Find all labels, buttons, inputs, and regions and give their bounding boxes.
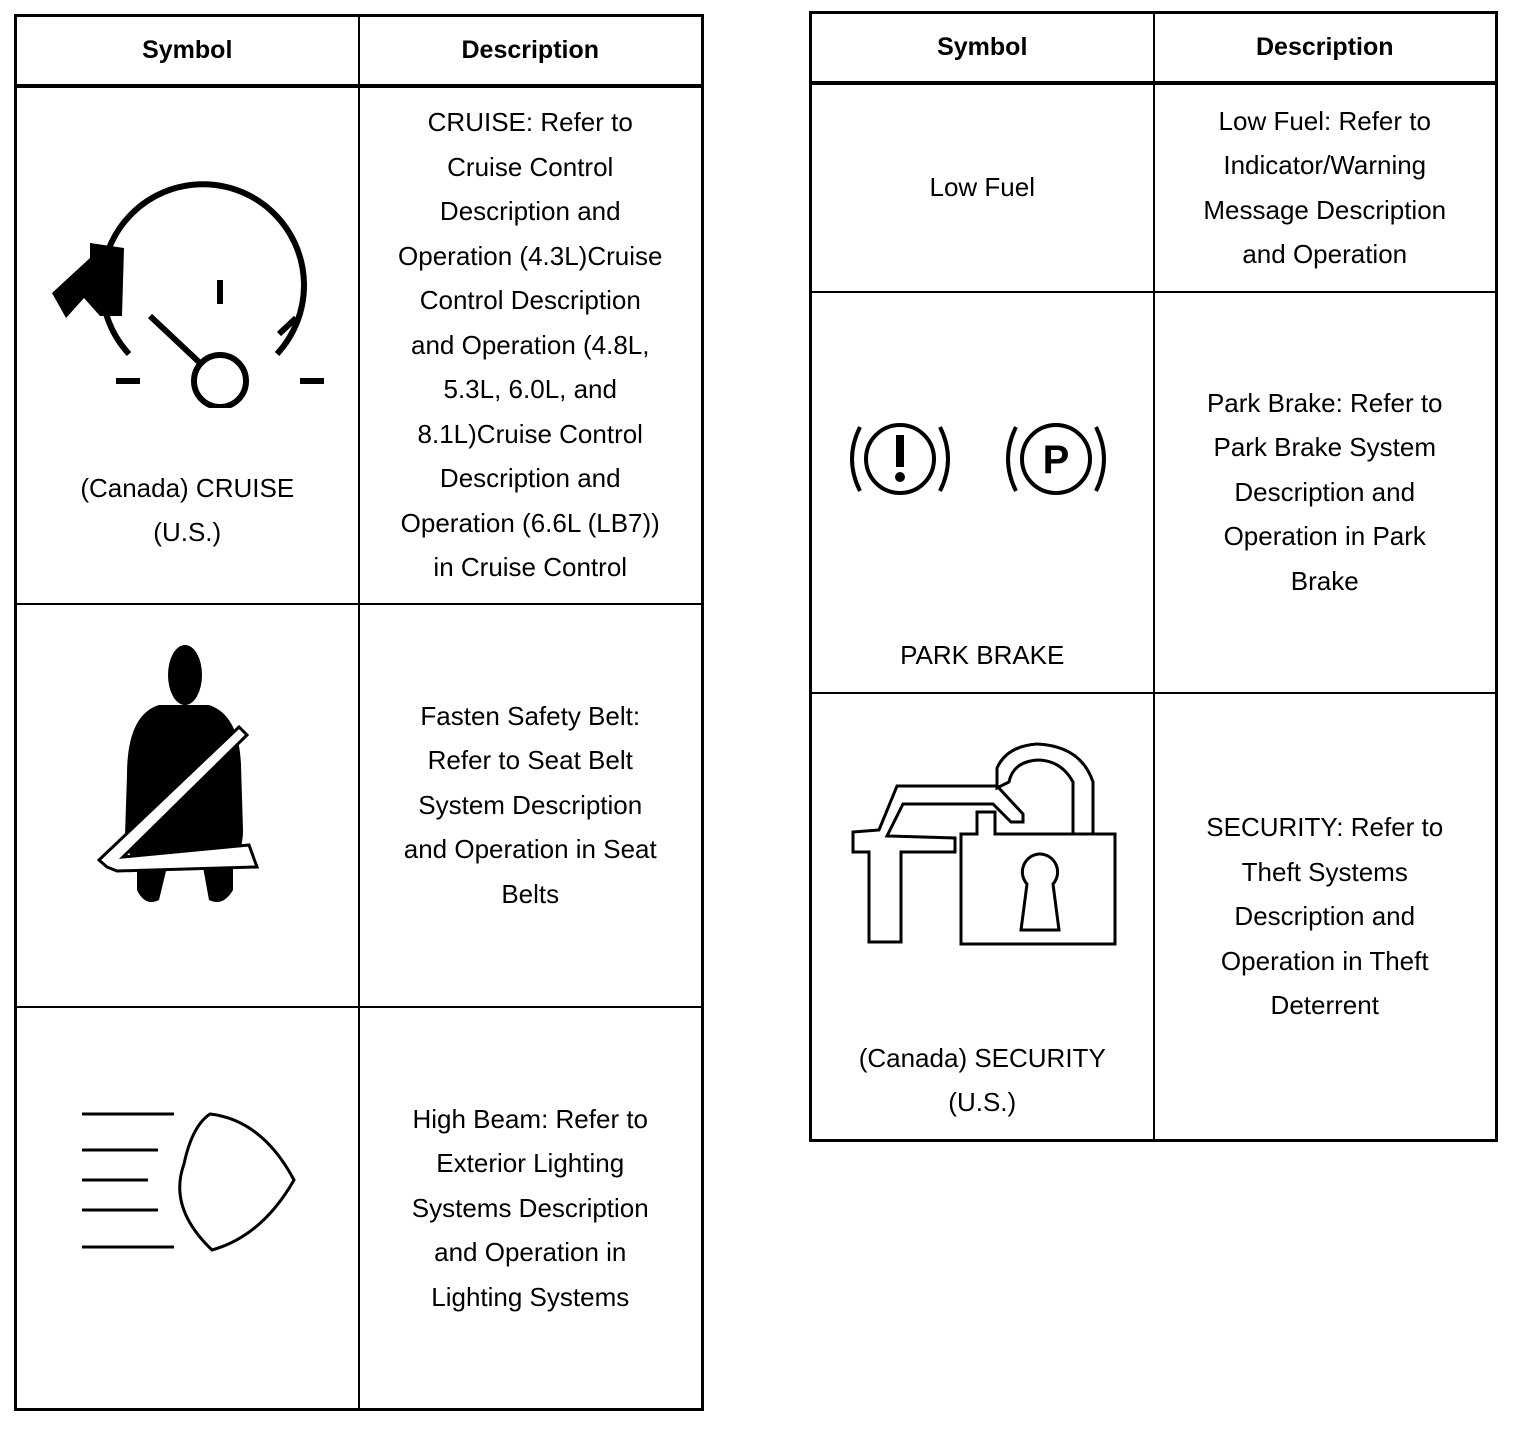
symbol-caption: (Canada) SECURITY (U.S.) xyxy=(858,1042,1106,1118)
description-cell: High Beam: Refer to Exterior Lighting Sy… xyxy=(357,1005,704,1411)
description-text: Low Fuel: Refer to Indicator/Warning Mes… xyxy=(1203,105,1447,270)
description-cell: Low Fuel: Refer to Indicator/Warning Mes… xyxy=(1152,81,1498,293)
description-cell: Fasten Safety Belt: Refer to Seat Belt S… xyxy=(357,602,704,1008)
exclamation-mark-icon xyxy=(896,434,905,467)
table-row: (Canada) CRUISE (U.S.) CRUISE: Refer to … xyxy=(14,84,704,605)
symbol-column-header: Symbol xyxy=(14,14,360,88)
symbol-caption: PARK BRAKE xyxy=(900,639,1065,670)
left-symbol-table: Symbol Description (Canada) CRUISE (U.S.… xyxy=(14,14,704,1411)
symbol-cell: P PARK BRAKE xyxy=(809,290,1155,694)
cruise-speedometer-icon xyxy=(52,180,325,408)
description-cell: Park Brake: Refer to Park Brake System D… xyxy=(1152,290,1498,694)
symbol-cell: (Canada) SECURITY (U.S.) xyxy=(809,691,1155,1142)
symbol-caption: (Canada) CRUISE (U.S.) xyxy=(80,472,295,548)
table-row: Fasten Safety Belt: Refer to Seat Belt S… xyxy=(14,602,704,1008)
table-row: P PARK BRAKE Park Brake: Refer to Park B… xyxy=(809,290,1498,694)
security-car-lock-icon xyxy=(851,741,1117,945)
symbol-cell: Low Fuel xyxy=(809,81,1155,293)
symbol-cell xyxy=(14,1005,360,1411)
description-text: SECURITY: Refer to Theft Systems Descrip… xyxy=(1206,812,1444,1020)
description-cell: CRUISE: Refer to Cruise Control Descript… xyxy=(357,84,704,605)
keyhole-icon xyxy=(1019,851,1061,931)
description-text: CRUISE: Refer to Cruise Control Descript… xyxy=(398,107,663,583)
table-row: High Beam: Refer to Exterior Lighting Sy… xyxy=(14,1005,704,1411)
description-text: Park Brake: Refer to Park Brake System D… xyxy=(1206,387,1443,596)
high-beam-icon xyxy=(82,1111,296,1252)
description-text: Fasten Safety Belt: Refer to Seat Belt S… xyxy=(403,700,657,909)
symbol-column-header: Symbol xyxy=(809,11,1155,85)
description-cell: SECURITY: Refer to Theft Systems Descrip… xyxy=(1152,691,1498,1142)
park-p-label: P xyxy=(1043,438,1070,482)
table-row: (Canada) SECURITY (U.S.) SECURITY: Refer… xyxy=(809,691,1498,1142)
right-symbol-table: Symbol Description Low Fuel Low Fuel: Re… xyxy=(809,11,1498,1142)
description-text: High Beam: Refer to Exterior Lighting Sy… xyxy=(411,1103,649,1312)
symbol-cell xyxy=(14,602,360,1008)
symbol-cell: (Canada) CRUISE (U.S.) xyxy=(14,84,360,605)
park-brake-icon: P xyxy=(850,422,1107,495)
description-column-header: Description xyxy=(357,14,704,88)
table-row: Low Fuel Low Fuel: Refer to Indicator/Wa… xyxy=(809,81,1498,293)
seat-belt-icon xyxy=(97,644,260,902)
description-column-header: Description xyxy=(1152,11,1498,85)
symbol-caption: Low Fuel xyxy=(929,172,1036,203)
